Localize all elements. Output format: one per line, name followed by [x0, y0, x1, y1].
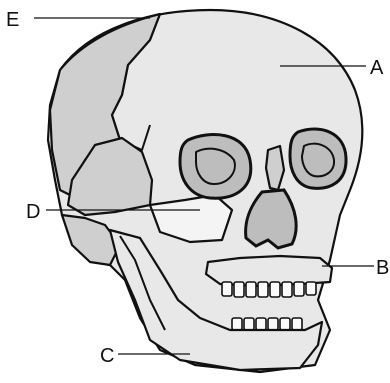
label-c: C [100, 345, 114, 367]
left-eye-socket [180, 135, 251, 199]
label-b: B [376, 257, 389, 279]
label-d: D [26, 201, 40, 223]
right-eye-socket [290, 129, 346, 188]
label-e-top: E [6, 9, 19, 31]
label-a: A [370, 57, 384, 79]
